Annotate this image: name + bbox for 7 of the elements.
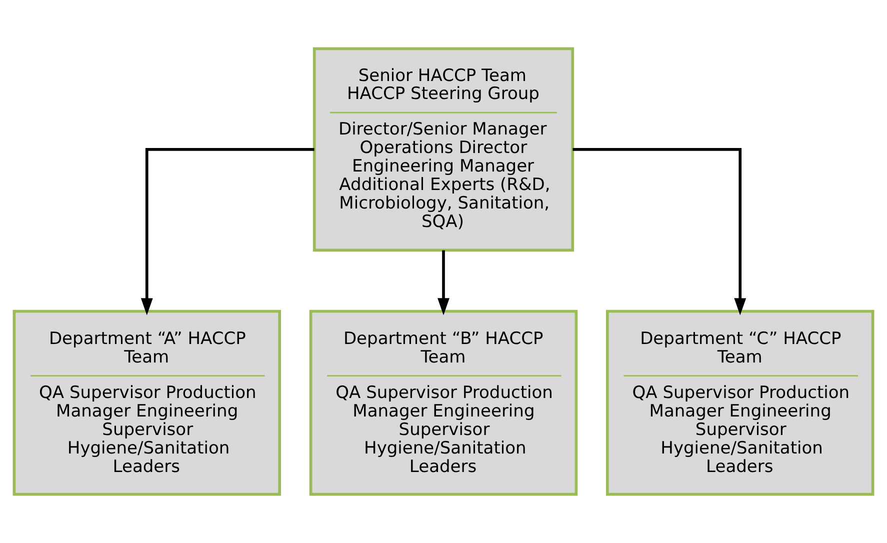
arrow [140,148,314,316]
node-box: Department “C” HACCP Team QA Supervisor Production Manager Engineering Supervisor Hygiene/Sanitation Leaders [606,310,874,496]
node-box: Department “A” HACCP Team QA Supervisor Production Manager Engineering Supervisor Hygiene/Sanitation Leaders [12,310,281,496]
arrow [572,148,746,316]
node-box: Department “B” HACCP Team QA Supervisor Production Manager Engineering Supervisor Hygiene/Sanitation Leaders [309,310,578,496]
arrow [438,250,450,316]
node-box: Senior HACCP Team HACCP Steering Group Director/Senior Manager Operations Director Engineering Manager Additional Experts (R&D, Microbiology, Sanitation, SQA) [312,47,574,252]
